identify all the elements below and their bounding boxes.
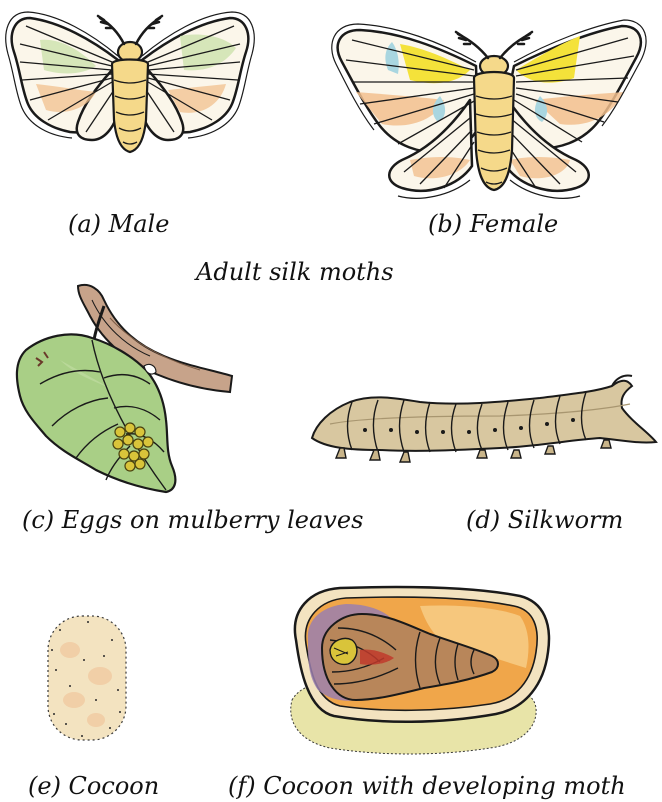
caption-adult-silk-moths: Adult silk moths <box>196 260 394 284</box>
caption-silkworm: (d) Silkworm <box>466 508 623 532</box>
caption-male: (a) Male <box>68 212 169 236</box>
caption-female: (b) Female <box>428 212 558 236</box>
caption-eggs-on-mulberry-leaves: (c) Eggs on mulberry leaves <box>22 508 363 532</box>
caption-cocoon: (e) Cocoon <box>28 774 159 798</box>
caption-cocoon-with-developing-moth: (f) Cocoon with developing moth <box>228 774 626 798</box>
